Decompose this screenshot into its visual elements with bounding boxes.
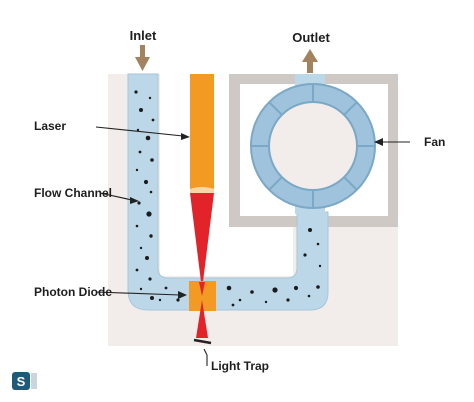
fan	[250, 83, 376, 209]
particle-dot	[135, 224, 139, 228]
particle-dot	[149, 190, 153, 194]
particle-dot	[151, 118, 155, 122]
particle-dot	[139, 246, 143, 250]
particle-dot	[135, 168, 139, 172]
light-trap	[193, 338, 212, 345]
laser-beam-exit	[196, 300, 208, 338]
particle-dot	[148, 96, 152, 100]
logo-letter: S	[17, 374, 26, 389]
particle-dot	[303, 253, 307, 257]
particle-dot	[226, 285, 232, 291]
particle-dot	[150, 296, 154, 300]
particle-dot	[146, 211, 152, 217]
inlet-arrow	[135, 45, 150, 71]
particle-dot	[145, 256, 149, 260]
particle-dot	[293, 285, 299, 291]
particle-dot	[148, 277, 152, 281]
particle-dot	[307, 294, 311, 298]
particle-dot	[164, 286, 168, 290]
laser-beam-focus	[199, 282, 205, 296]
particle-dot	[136, 128, 140, 132]
particle-dot	[308, 228, 312, 232]
laser-lens	[190, 187, 214, 193]
particle-dot	[139, 108, 143, 112]
particle-dot	[135, 268, 139, 272]
label-laser: Laser	[34, 119, 66, 133]
outlet-channel-lower	[295, 205, 325, 214]
label-fan: Fan	[424, 135, 445, 149]
particle-dot	[145, 135, 151, 141]
particle-dot	[286, 298, 290, 302]
particle-dot	[158, 298, 162, 302]
particle-dot	[176, 298, 180, 302]
particle-dot	[143, 179, 149, 185]
particles	[134, 90, 322, 307]
particle-dot	[318, 264, 322, 268]
particle-dot	[138, 150, 142, 154]
laser-source	[190, 74, 214, 189]
particle-dot	[134, 90, 138, 94]
particle-dot	[264, 300, 268, 304]
fan-blades	[251, 84, 375, 208]
label-outlet: Outlet	[292, 30, 330, 45]
fan-hub	[268, 101, 358, 191]
particle-dot	[150, 158, 154, 162]
label-light-trap: Light Trap	[211, 359, 269, 373]
particle-dot	[139, 287, 143, 291]
particle-dot	[149, 234, 153, 238]
outlet-arrow	[302, 49, 318, 73]
label-leaders	[95, 126, 410, 366]
particle-dot	[231, 303, 235, 307]
particle-dot	[137, 201, 141, 205]
particle-dot	[316, 242, 320, 246]
label-inlet: Inlet	[130, 28, 157, 43]
particle-dot	[238, 298, 242, 302]
particle-dot	[272, 287, 278, 293]
brand-logo: S	[12, 372, 37, 390]
label-flow-channel: Flow Channel	[34, 186, 112, 200]
particle-dot	[316, 285, 320, 289]
particle-dot	[250, 290, 254, 294]
laser-beam	[190, 193, 214, 290]
label-photon-diode: Photon Diode	[34, 285, 112, 299]
